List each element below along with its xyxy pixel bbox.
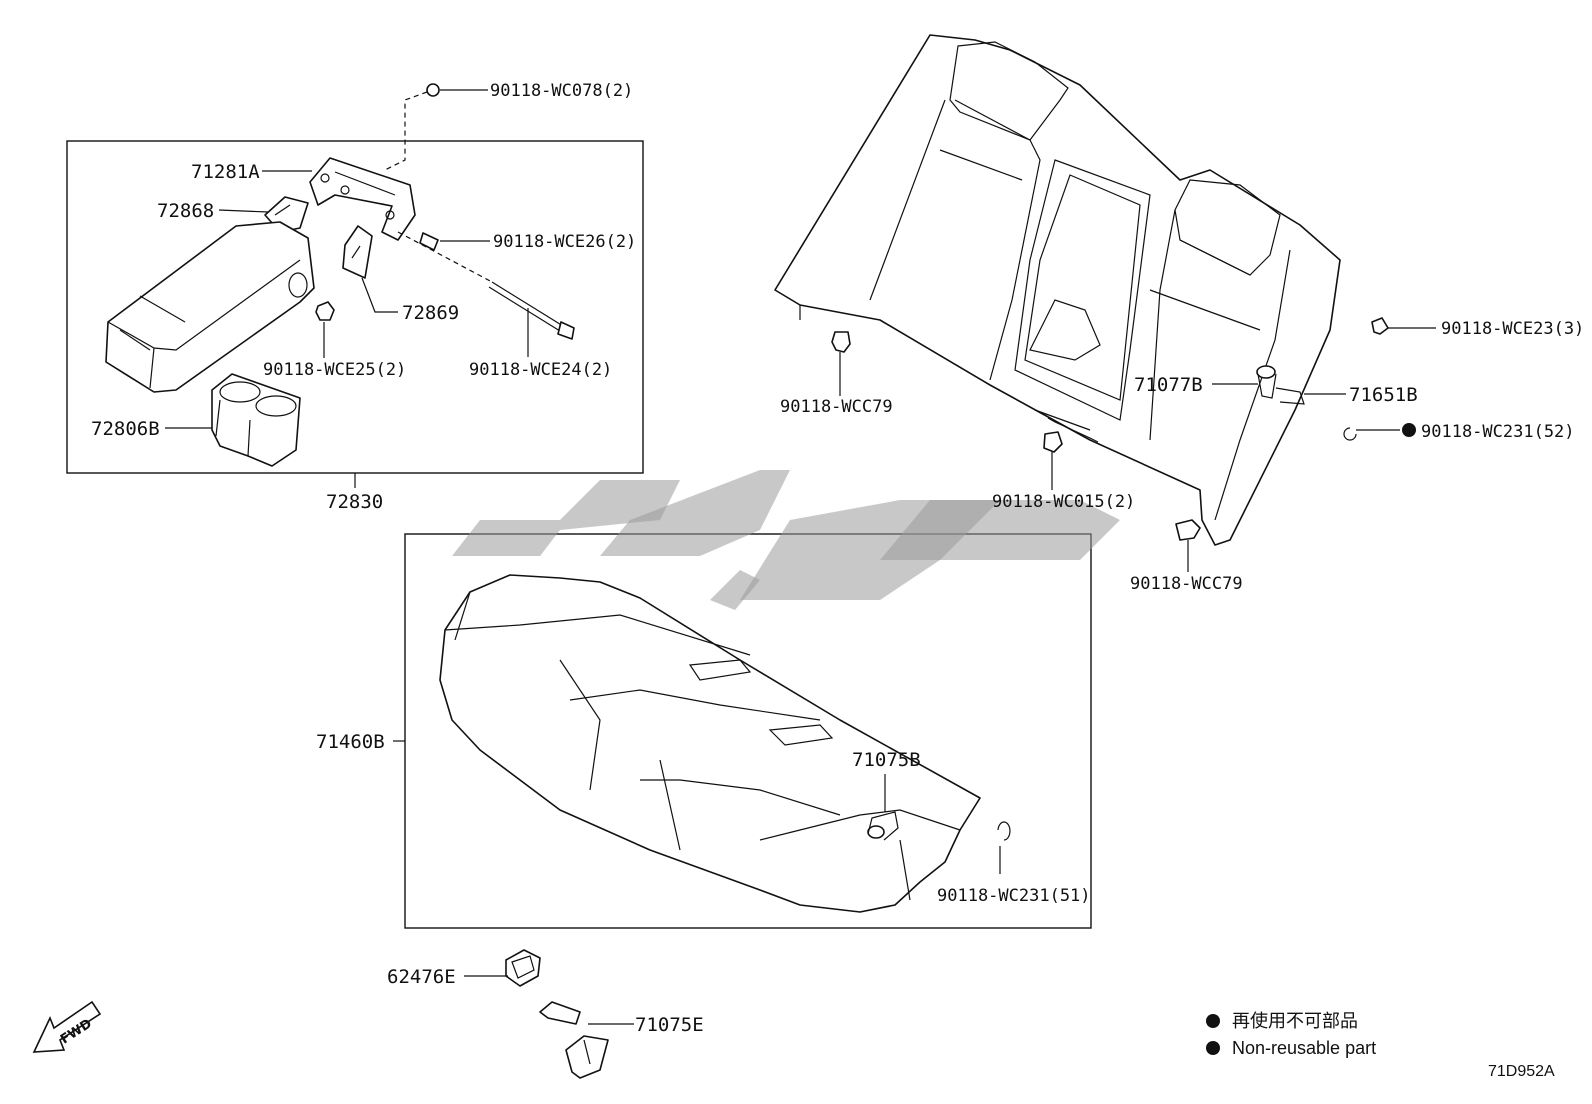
cup-holder-72806b	[165, 373, 301, 467]
label-90118-wc231-52: 90118-WC231(52)	[1421, 422, 1575, 442]
label-72830: 72830	[326, 491, 383, 513]
cover-72869	[342, 225, 398, 313]
label-90118-wcc79-right: 90118-WCC79	[1130, 574, 1243, 594]
label-71460b: 71460B	[316, 731, 385, 753]
seat-back	[774, 34, 1341, 546]
label-90118-wce26: 90118-WCE26(2)	[493, 232, 636, 252]
legend-dot-icon	[1206, 1041, 1220, 1055]
label-71075b: 71075B	[852, 749, 921, 771]
fwd-arrow-icon: FWD	[32, 1000, 102, 1053]
label-72868: 72868	[157, 200, 214, 222]
clip-wcc79-right	[1175, 519, 1201, 572]
guide-71075b	[867, 774, 899, 841]
hog-ring-wc231-52	[1343, 423, 1416, 441]
bracket-71281a	[262, 157, 416, 241]
legend-text-jp: 再使用不可部品	[1232, 1011, 1358, 1031]
armrest-body	[105, 221, 315, 393]
clip-wce23	[1371, 317, 1436, 335]
clip-wcc79-left	[831, 331, 851, 396]
headrest-guide-71077b	[1212, 365, 1277, 399]
label-71651b: 71651B	[1349, 384, 1418, 406]
clip-62476e	[464, 949, 541, 987]
nut-wce25	[315, 301, 335, 358]
label-72806b: 72806B	[91, 418, 160, 440]
label-72869: 72869	[402, 302, 459, 324]
hog-ring-wc231-51	[997, 821, 1011, 874]
bolt-wce24	[397, 231, 575, 357]
legend: 再使用不可部品 Non-reusable part	[1206, 1011, 1376, 1058]
guide-71075e	[539, 1001, 634, 1079]
seat-cushion-71460b	[439, 574, 981, 913]
label-90118-wc231-51: 90118-WC231(51)	[937, 886, 1091, 906]
bolt-wce26	[419, 232, 490, 251]
pad-71651b	[1275, 387, 1346, 405]
legend-dot-icon	[1206, 1014, 1220, 1028]
label-90118-wc015: 90118-WC015(2)	[992, 492, 1135, 512]
label-71281a: 71281A	[191, 161, 260, 183]
clip-wc078	[384, 83, 488, 171]
label-62476e: 62476E	[387, 966, 456, 988]
label-90118-wcc79-left: 90118-WCC79	[780, 397, 893, 417]
bolt-wc015	[1043, 417, 1099, 490]
label-71075e: 71075E	[635, 1014, 704, 1036]
label-90118-wce23: 90118-WCE23(3)	[1441, 319, 1584, 339]
non-reusable-dot-icon	[1402, 423, 1416, 437]
watermark-logo	[452, 470, 1120, 610]
label-90118-wce24: 90118-WCE24(2)	[469, 360, 612, 380]
diagram-code: 71D952A	[1488, 1063, 1555, 1080]
label-71077b: 71077B	[1134, 374, 1203, 396]
label-90118-wce25: 90118-WCE25(2)	[263, 360, 406, 380]
label-90118-wc078: 90118-WC078(2)	[490, 81, 633, 101]
legend-text-en: Non-reusable part	[1232, 1038, 1376, 1058]
